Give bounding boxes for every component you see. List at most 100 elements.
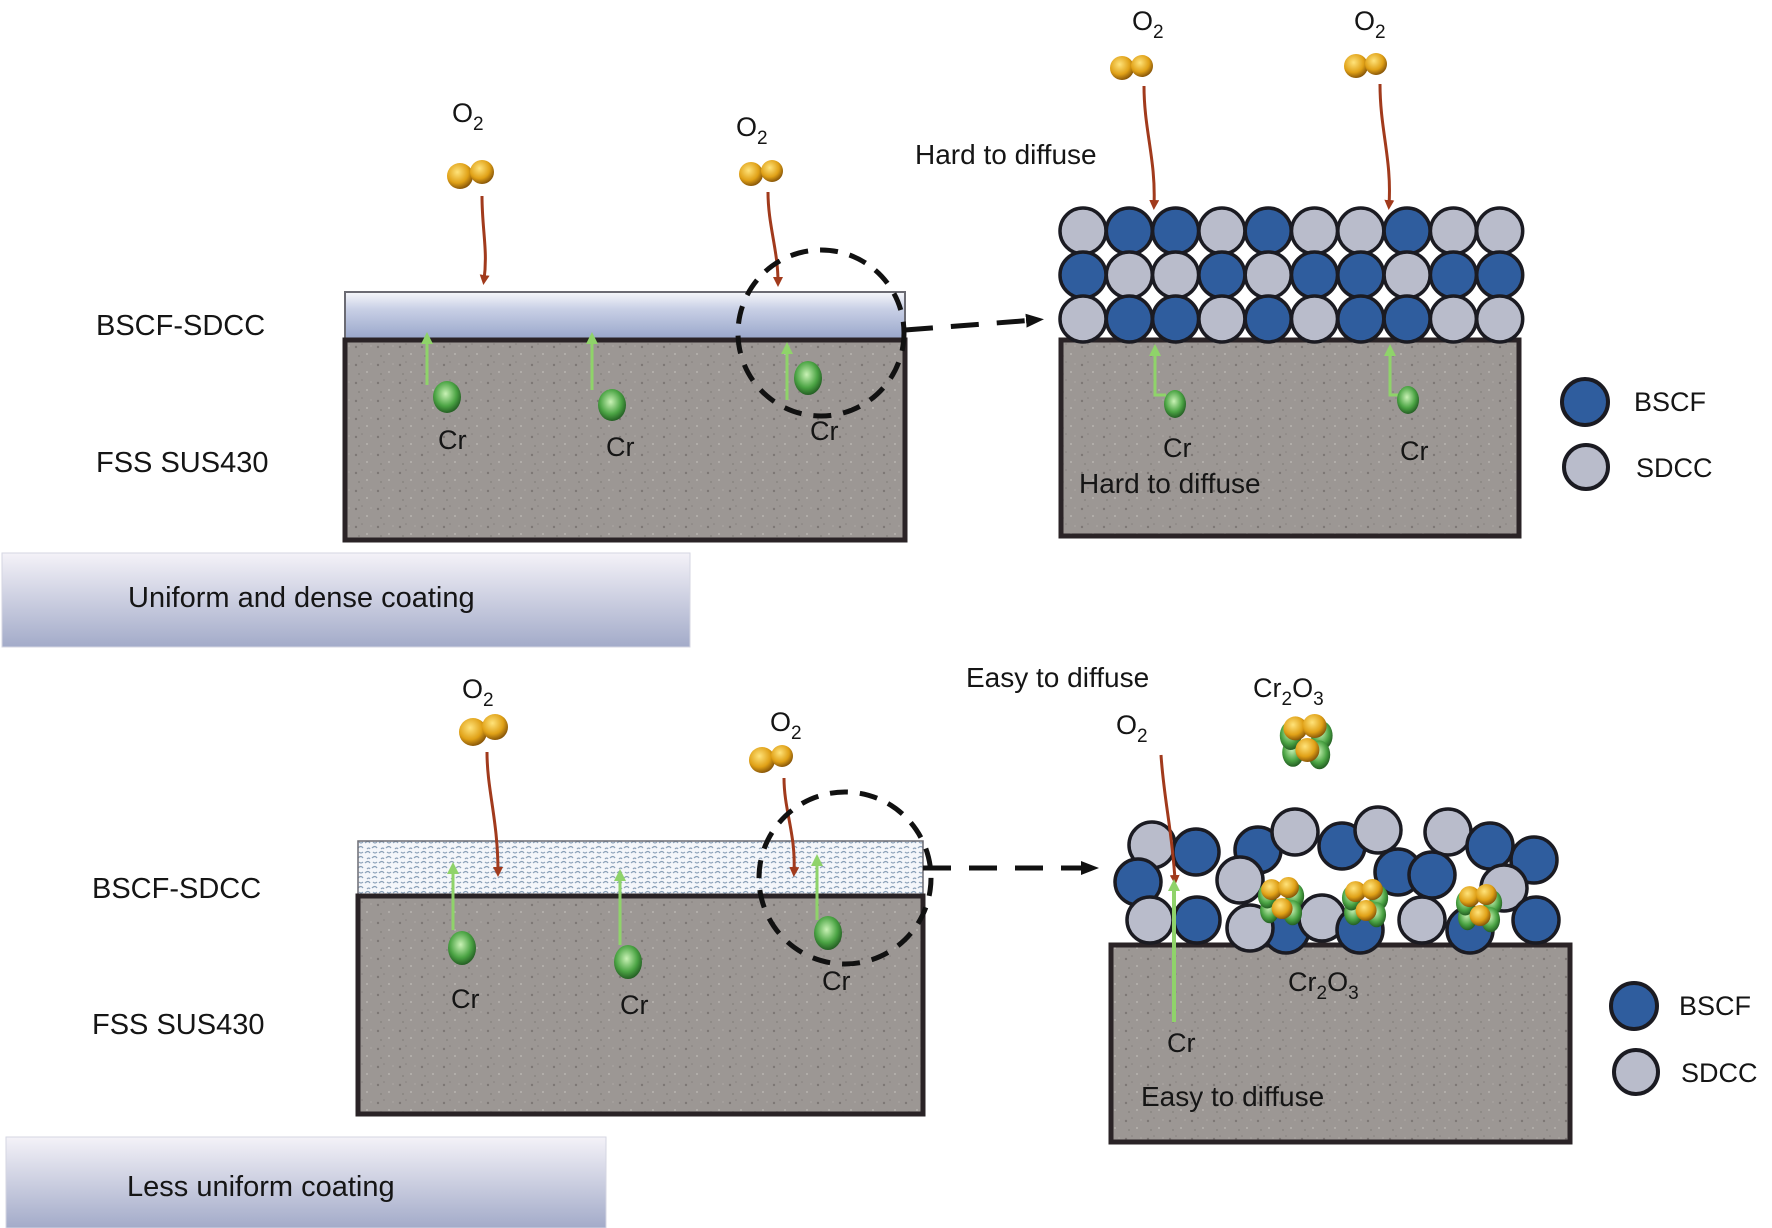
packed-particle-layer	[1058, 206, 1525, 344]
sdcc-particle	[1289, 206, 1340, 256]
bscf-particle	[1428, 250, 1479, 300]
bscf-particle	[1104, 294, 1155, 344]
bottom-panel: BSCF-SDCC FSS SUS430 O2 O2 Cr Cr	[5, 662, 1758, 1228]
top-panel: BSCF-SDCC FSS SUS430 O2 O2 Cr Cr	[1, 6, 1713, 648]
legend-swatch-bscf	[1560, 377, 1610, 427]
bscf-particle	[1197, 250, 1247, 300]
legend: BSCF SDCC	[1560, 377, 1713, 491]
oxygen-atom	[1475, 884, 1497, 905]
cr-label: Cr	[1400, 436, 1429, 466]
legend-swatch-sdcc	[1562, 443, 1610, 491]
caption-banner	[5, 1136, 607, 1228]
oxygen-molecule	[1344, 53, 1395, 210]
sdcc-particle	[1428, 206, 1479, 256]
bscf-particle	[1172, 895, 1222, 945]
sdcc-particle	[1104, 250, 1155, 300]
coating-label: BSCF-SDCC	[92, 873, 261, 905]
cr2o3-cluster	[1341, 879, 1389, 928]
bscf-particle	[1243, 294, 1293, 344]
chromium-atom	[447, 862, 476, 965]
o2-label: O2	[462, 674, 494, 711]
bscf-particle	[1336, 294, 1386, 344]
oxygen-molecule	[459, 714, 508, 877]
oxide-label: Cr2O3	[1288, 967, 1359, 1004]
cr-label: Cr	[810, 416, 839, 446]
sdcc-particle	[1058, 206, 1108, 256]
bscf-particle	[1150, 206, 1201, 256]
oxygen-diffusion-arrow	[1159, 754, 1180, 885]
oxygen-atom	[1355, 900, 1377, 921]
caption-banner	[1, 552, 691, 648]
sdcc-particle	[1423, 807, 1473, 857]
legend-swatch-sdcc	[1612, 1048, 1660, 1096]
cr-label: Cr	[451, 984, 480, 1014]
bscf-particle	[1104, 206, 1155, 256]
bscf-particle	[1465, 821, 1515, 871]
chromium-atom	[1149, 344, 1186, 418]
bscf-particle	[1511, 895, 1561, 945]
oxygen-atom	[1302, 714, 1327, 738]
sdcc-particle	[1397, 895, 1447, 945]
o2-label: O2	[736, 112, 768, 149]
sdcc-particle	[1353, 805, 1403, 855]
oxygen-atom	[1283, 716, 1308, 741]
bscf-particle	[1407, 850, 1457, 900]
bscf-particle	[1382, 294, 1432, 344]
bscf-particle	[1289, 250, 1340, 300]
chromium-atom	[586, 332, 626, 421]
sdcc-particle	[1270, 807, 1320, 857]
o2-label: O2	[770, 707, 802, 744]
sdcc-particle	[1474, 294, 1525, 344]
legend-label-sdcc: SDCC	[1681, 1058, 1758, 1088]
chromium-atom	[781, 342, 822, 400]
caption-banner-text: Uniform and dense coating	[128, 582, 475, 614]
sdcc-particle	[1336, 206, 1386, 256]
o2-label: O2	[452, 98, 484, 135]
o2-label: O2	[1354, 6, 1386, 43]
sdcc-particle	[1289, 294, 1340, 344]
sdcc-particle	[1474, 206, 1525, 256]
oxygen-molecule	[447, 160, 494, 285]
porous-coating-layer	[357, 840, 924, 897]
zoom-arrow	[904, 313, 1044, 333]
diffusion-note: Easy to diffuse	[1141, 1081, 1324, 1112]
oxygen-atom	[1361, 879, 1383, 900]
oxygen-atom	[1271, 898, 1293, 919]
diffusion-note: Hard to diffuse	[915, 139, 1097, 170]
magnify-circle	[735, 247, 907, 419]
bscf-particle	[1171, 827, 1221, 877]
chromium-atom	[1384, 344, 1419, 414]
cr2o3-cluster	[1279, 714, 1333, 770]
sdcc-particle	[1197, 206, 1247, 256]
coating-label: BSCF-SDCC	[96, 310, 265, 342]
caption-banner-text: Less uniform coating	[127, 1171, 395, 1203]
oxygen-atom	[1469, 905, 1491, 926]
bscf-particle	[1382, 206, 1432, 256]
oxygen-molecule	[749, 745, 800, 877]
chromium-atom	[421, 332, 461, 413]
cr-label: Cr	[606, 432, 635, 462]
bscf-particle	[1509, 835, 1559, 885]
bscf-particle	[1150, 294, 1201, 344]
o2-label: O2	[1132, 6, 1164, 43]
oxygen-atom	[1295, 738, 1320, 762]
bscf-particle	[1058, 250, 1108, 300]
sdcc-particle	[1125, 895, 1175, 945]
cr2o3-cluster	[1455, 884, 1503, 933]
cr-label: Cr	[1163, 433, 1192, 463]
magnify-circle	[756, 789, 934, 967]
o2-label: O2	[1116, 710, 1148, 747]
cr-label: Cr	[822, 966, 851, 996]
legend-label-sdcc: SDCC	[1636, 453, 1713, 483]
legend: BSCF SDCC	[1609, 981, 1758, 1096]
cr2o3-cluster	[1279, 714, 1333, 770]
sdcc-particle	[1428, 294, 1479, 344]
sdcc-particle	[1382, 250, 1432, 300]
legend-label-bscf: BSCF	[1634, 387, 1706, 417]
legend-swatch-bscf	[1609, 981, 1659, 1031]
oxide-label: Cr2O3	[1253, 673, 1324, 710]
dense-coating-layer	[344, 291, 906, 341]
oxygen-molecule	[739, 160, 783, 287]
bscf-particle	[1336, 250, 1386, 300]
